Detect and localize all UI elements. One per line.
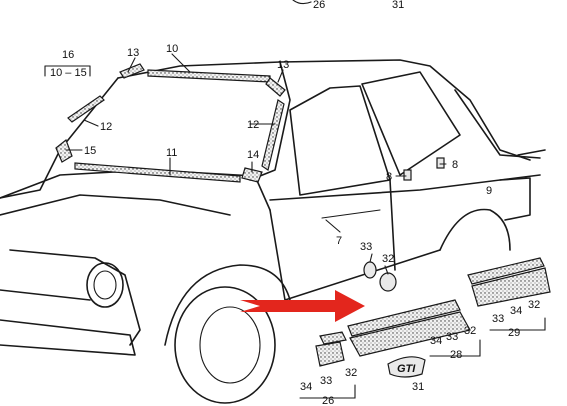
front-window (289, 85, 391, 196)
door-lower (269, 209, 441, 301)
label-29-34: 34 (510, 305, 522, 317)
label-top-26: 26 (313, 0, 325, 11)
strip-7 (321, 209, 381, 219)
label-7: 7 (336, 235, 342, 247)
label-group-28: 28 (450, 349, 462, 361)
label-33: 33 (360, 241, 372, 253)
rear-quarter (454, 89, 541, 159)
clip-33 (363, 261, 377, 279)
handle-8b (436, 157, 445, 169)
molding-26 (315, 341, 345, 367)
label-top-31: 31 (392, 0, 404, 11)
pointer-arrow (240, 290, 365, 322)
label-8a: 8 (386, 171, 392, 183)
b-pillar (389, 179, 396, 271)
label-11: 11 (166, 147, 177, 159)
label-28-33: 33 (446, 331, 458, 343)
label-28-32: 32 (464, 325, 476, 337)
label-group-29: 29 (508, 327, 520, 339)
side-moldings: GTI (315, 257, 551, 378)
gti-badge-text: GTI (397, 363, 416, 375)
label-26-33: 33 (320, 375, 332, 387)
rear-wheel-arch (439, 208, 511, 251)
plug-32 (379, 272, 397, 292)
strip-12b (261, 99, 285, 171)
label-10: 10 (166, 43, 178, 55)
label-16: 16 (62, 49, 74, 61)
molding-29-top (467, 257, 545, 285)
car-body (0, 59, 546, 404)
bumper (0, 319, 136, 356)
label-26-34: 34 (300, 381, 312, 393)
grille-line (0, 289, 91, 301)
front-wheel-arch (164, 264, 291, 346)
strip-12a (67, 95, 105, 123)
callout-labels: 16 10 – 15 13 10 13 12 12 15 11 14 8 8 9… (50, 43, 540, 406)
strip-13a (119, 63, 145, 79)
label-12a: 12 (100, 121, 112, 133)
label-32: 32 (382, 253, 394, 265)
label-29-33: 33 (492, 313, 504, 325)
strip-13b (265, 77, 286, 97)
leader-lines (44, 53, 546, 399)
roof-spoiler (517, 149, 546, 156)
label-12b: 12 (247, 119, 259, 131)
top-part-fragment (292, 0, 312, 5)
gti-badge (387, 356, 426, 378)
headlight (86, 262, 124, 308)
label-9: 9 (486, 185, 492, 197)
roof-line (117, 59, 531, 161)
strip-11 (74, 162, 241, 183)
headlight-inner (93, 270, 117, 300)
taillight (499, 177, 531, 221)
strip-14 (241, 167, 263, 183)
label-14: 14 (247, 149, 259, 161)
label-13b: 13 (277, 59, 289, 71)
rear-window (361, 71, 461, 176)
molding-26-end (319, 331, 347, 345)
strip-15 (55, 139, 73, 163)
strip-10 (147, 69, 271, 83)
label-8b: 8 (452, 159, 458, 171)
molding-29 (471, 267, 551, 307)
label-group-26: 26 (322, 395, 334, 406)
label-28-34: 34 (430, 335, 442, 347)
molding-28-top (347, 299, 461, 337)
trim-strips (55, 63, 445, 219)
hood-crease (0, 194, 231, 216)
front-wheel-rim (199, 306, 261, 384)
label-10-15: 10 – 15 (50, 67, 87, 79)
handle-8a (403, 169, 412, 181)
label-31: 31 (412, 381, 424, 393)
a-pillar-right (249, 61, 291, 181)
a-pillar-left (0, 77, 119, 199)
front-wheel (174, 286, 276, 404)
front-fascia (9, 249, 141, 346)
molding-28 (349, 311, 471, 357)
label-29-32: 32 (528, 299, 540, 311)
label-26-32: 32 (345, 367, 357, 379)
label-13a: 13 (127, 47, 139, 59)
label-15: 15 (84, 145, 96, 157)
